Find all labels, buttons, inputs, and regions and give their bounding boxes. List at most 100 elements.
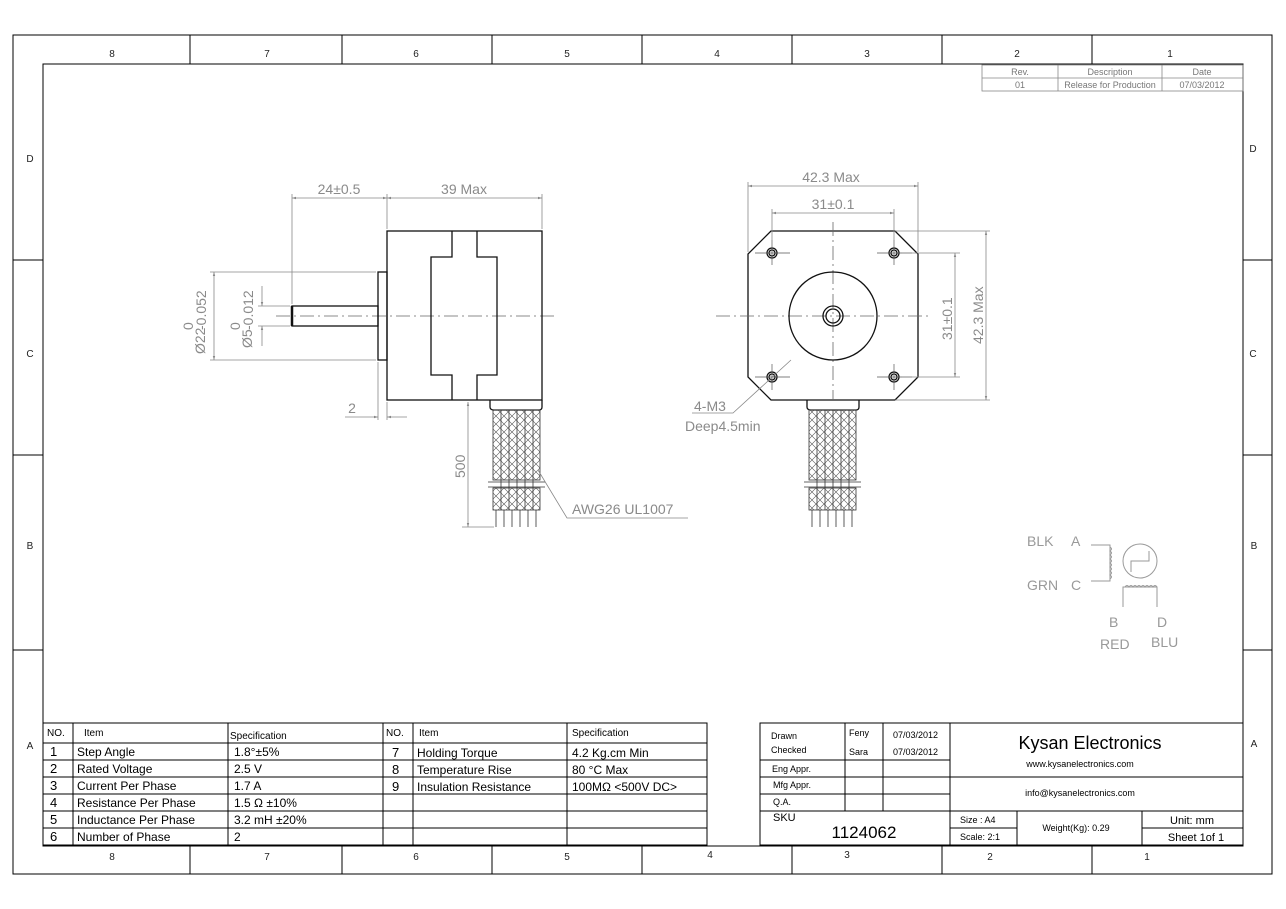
spec-value: 4.2 Kg.cm Min [572,746,649,760]
checked-date: 07/03/2012 [893,747,938,757]
title-block: Drawn Feny 07/03/2012 Checked Sara 07/03… [759,722,1244,846]
wire-b-pin: B [1109,614,1118,630]
sku-label: SKU [773,812,796,824]
dim-height: 42.3 Max [970,286,986,344]
wire-c-pin: C [1071,577,1081,593]
description-value: Release for Production [1064,80,1156,90]
checked-by: Sara [849,747,868,757]
spec-item: Number of Phase [77,830,171,844]
spec-value: 80 °C Max [572,763,628,777]
svg-text:-0.012: -0.012 [240,290,256,330]
spec-no: 5 [50,812,57,827]
wiring-schematic: BLK A GRN C B D RED BLU [1027,533,1178,652]
description-header: Description [1087,67,1132,77]
spec-item: Temperature Rise [417,763,512,777]
wire-c-color: GRN [1027,577,1058,593]
zone-row: D [1249,144,1256,155]
coil-ac [1109,546,1112,580]
dim-width: 42.3 Max [802,169,860,185]
dim-lead-length: 500 [452,454,468,478]
svg-text:0: 0 [180,322,196,330]
zone-col: 7 [264,49,270,60]
hole-depth-label: Deep4.5min [685,418,761,434]
spec-value: 1.5 Ω ±10% [234,796,297,810]
zone-row: C [1249,349,1256,360]
spec-item: Current Per Phase [77,779,177,793]
svg-text:-0.052: -0.052 [193,290,209,330]
zone-row: A [1251,739,1258,750]
wire-a-pin: A [1071,533,1081,549]
drawn-date: 07/03/2012 [893,730,938,740]
drawn-label: Drawn [771,731,797,741]
dim-shaft-length: 24±0.5 [318,181,361,197]
svg-text:Ø5: Ø5 [239,329,255,348]
zone-row: B [1251,541,1258,552]
spec-value: 100MΩ <500V DC> [572,780,677,794]
dim-shaft-diameter: Ø5 0 -0.012 [227,290,256,348]
coil-bd [1124,585,1158,588]
dim-flange-thickness: 2 [348,400,356,416]
svg-text:Ø22: Ø22 [192,327,208,354]
sheet-scale: Scale: 2:1 [960,832,1000,842]
date-header: Date [1192,67,1211,77]
spec-item: Resistance Per Phase [77,796,196,810]
checked-label: Checked [771,745,807,755]
spec-no: 4 [50,795,57,810]
spec-item: Step Angle [77,745,135,759]
rev-value: 01 [1015,80,1025,90]
wire-d-color: BLU [1151,634,1178,650]
rotor-symbol [1122,543,1158,579]
mfg-appr-label: Mfg Appr. [773,780,811,790]
spec-no: 3 [50,778,57,793]
side-view: 24±0.5 39 Max Ø22 0 -0.052 Ø5 0 -0.012 2 [180,181,688,528]
qa-label: Q.A. [773,797,791,807]
spec-value: 3.2 mH ±20% [234,813,307,827]
front-view: 42.3 Max 31±0.1 31±0.1 42.3 Max 4-M3 Dee… [685,169,990,527]
spec-value: 2.5 V [234,762,262,776]
date-value: 07/03/2012 [1179,80,1224,90]
wire-a-color: BLK [1027,533,1054,549]
zone-col: 1 [1144,852,1150,863]
rev-header: Rev. [1011,67,1029,77]
zone-col: 2 [987,852,993,863]
zone-col: 4 [714,49,720,60]
header-item-2: Item [419,728,438,739]
zone-col: 8 [109,49,115,60]
spec-value: 1.7 A [234,779,261,793]
dim-flange-diameter: Ø22 0 -0.052 [180,290,209,354]
zone-col: 3 [864,49,870,60]
wire-d-pin: D [1157,614,1167,630]
zone-col: 7 [264,852,270,863]
revision-table: Rev. Description Date 01 Release for Pro… [981,64,1244,92]
wire-spec-label: AWG26 UL1007 [572,501,674,517]
zone-col: 4 [707,850,713,861]
drawn-by: Feny [849,728,870,738]
spec-item: Insulation Resistance [417,780,531,794]
spec-value: 2 [234,830,241,844]
spec-no: 7 [392,745,399,760]
unit: Unit: mm [1170,815,1214,827]
company-website: www.kysanelectronics.com [1025,759,1134,769]
header-spec-2: Specification [572,728,629,739]
zone-col: 1 [1167,49,1173,60]
drawing-frame [12,34,1273,875]
company-email: info@kysanelectronics.com [1025,788,1135,798]
zone-row: B [27,541,34,552]
header-spec: Specification [230,731,287,742]
zone-col: 3 [844,850,850,861]
zone-col: 6 [413,49,419,60]
zone-row: C [26,349,33,360]
header-no-2: NO. [386,728,404,739]
weight: Weight(Kg): 0.29 [1042,823,1109,833]
spec-no: 1 [50,744,57,759]
zone-labels: 8 7 6 5 4 3 2 1 8 7 6 5 4 3 2 1 D C B A … [26,49,1257,863]
sheet-number: Sheet 1of 1 [1168,832,1224,844]
zone-col: 6 [413,852,419,863]
spec-no: 2 [50,761,57,776]
dim-body-length: 39 Max [441,181,487,197]
header-item: Item [84,728,103,739]
dim-hole-spacing-v: 31±0.1 [939,297,955,340]
sheet-size: Size : A4 [960,815,996,825]
sku-value: 1124062 [832,823,897,842]
